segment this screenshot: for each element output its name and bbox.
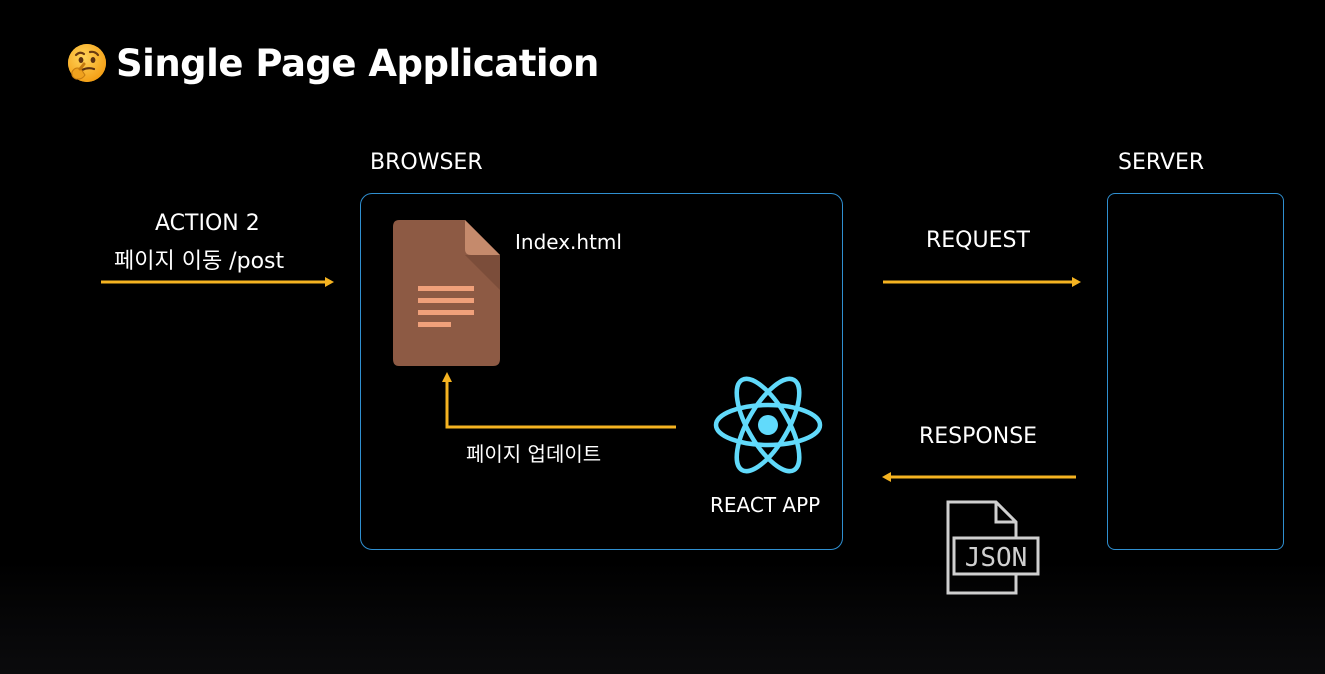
request-label: REQUEST — [926, 228, 1030, 253]
action-label: ACTION 2 — [155, 211, 260, 236]
json-file-icon: JSON — [946, 500, 1040, 595]
page-update-label: 페이지 업데이트 — [466, 442, 602, 466]
page-title: Single Page Application — [116, 41, 599, 85]
browser-label: BROWSER — [370, 150, 483, 175]
index-html-label: Index.html — [515, 230, 622, 254]
server-label: SERVER — [1118, 150, 1205, 175]
request-arrow — [883, 277, 1081, 287]
title-row: Single Page Application — [66, 36, 599, 90]
action-route-label: 페이지 이동 /post — [114, 249, 285, 274]
react-app-label: REACT APP — [710, 493, 821, 517]
page-update-arrow — [442, 372, 676, 429]
document-icon — [393, 220, 500, 366]
json-icon-text: JSON — [965, 543, 1028, 573]
thinking-face-icon — [68, 44, 106, 82]
server-box — [1107, 193, 1284, 550]
action-arrow — [101, 277, 334, 287]
response-label: RESPONSE — [919, 424, 1038, 449]
response-arrow — [882, 472, 1076, 482]
react-logo-icon — [713, 376, 823, 474]
